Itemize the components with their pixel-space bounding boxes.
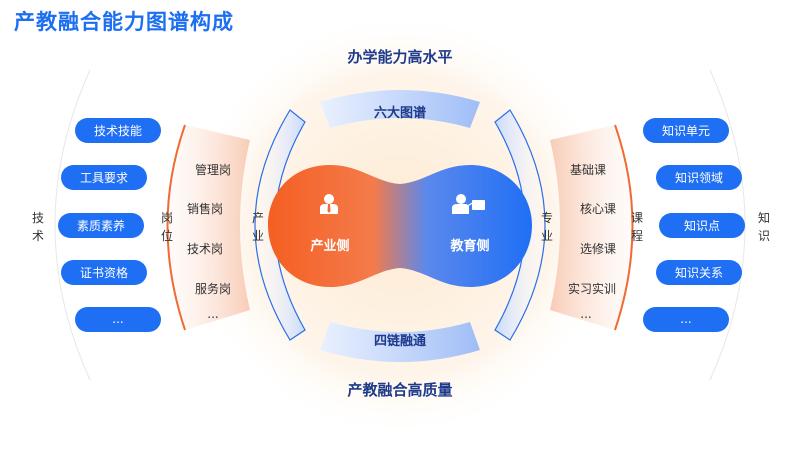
top-ribbon-label: 六大图谱 xyxy=(374,105,426,121)
left-outer-arc xyxy=(54,69,91,381)
knowledge-item-label: ... xyxy=(680,312,691,326)
knowledge-item[interactable]: 知识单元 xyxy=(643,118,729,143)
position-item: 技术岗 xyxy=(187,242,223,256)
courses-label-2: 程 xyxy=(631,228,643,243)
major-arc-label-1: 专 xyxy=(541,210,553,225)
bottom-goal-label: 产教融合高质量 xyxy=(347,381,452,399)
skill-item[interactable]: 工具要求 xyxy=(61,165,147,190)
skill-outer-label-2: 术 xyxy=(32,229,44,243)
courses-band-edge xyxy=(614,124,634,331)
industry-arc xyxy=(254,109,306,341)
knowledge-item-label: 知识单元 xyxy=(662,124,710,138)
position-item: 服务岗 xyxy=(195,281,231,296)
industry-arc-label-1: 产 xyxy=(252,211,264,225)
skill-item[interactable]: 证书资格 xyxy=(61,260,147,285)
skill-outer-label-1: 技 xyxy=(32,211,44,225)
positions-band xyxy=(167,125,250,330)
knowledge-item-label: 知识点 xyxy=(684,219,720,233)
industry-arc-label-2: 业 xyxy=(252,229,264,243)
knowledge-item[interactable]: 知识点 xyxy=(659,213,745,238)
bottom-ribbon xyxy=(320,322,480,362)
knowledge-item[interactable]: ... xyxy=(643,307,729,332)
education-side-label: 教育侧 xyxy=(449,238,489,254)
positions-label-1: 岗 xyxy=(161,211,173,225)
major-arc-label-2: 业 xyxy=(541,229,553,243)
knowledge-item-label: 知识领域 xyxy=(675,171,723,185)
position-item: 管理岗 xyxy=(195,162,231,177)
skill-item-label: 工具要求 xyxy=(80,171,128,185)
skill-item-label: 技术技能 xyxy=(94,124,142,138)
position-item: ... xyxy=(207,307,218,321)
skill-item[interactable]: ... xyxy=(75,307,161,332)
industry-person-icon xyxy=(320,194,338,214)
skill-item-label: 证书资格 xyxy=(80,265,128,280)
bottom-ribbon-label: 四链融通 xyxy=(374,333,426,349)
courses-label-1: 课 xyxy=(631,211,643,225)
knowledge-item-label: 知识关系 xyxy=(675,266,723,280)
top-ribbon xyxy=(320,90,480,128)
education-teacher-icon xyxy=(452,194,485,214)
page-title: 产教融合能力图谱构成 xyxy=(14,10,234,34)
course-item: 选修课 xyxy=(580,241,616,256)
course-item: 基础课 xyxy=(570,163,606,177)
knowledge-item[interactable]: 知识关系 xyxy=(656,260,742,285)
skill-item-label: 素质素养 xyxy=(77,218,125,233)
positions-label-2: 位 xyxy=(161,228,173,243)
course-item: 核心课 xyxy=(580,202,616,216)
skill-item-label: ... xyxy=(112,312,123,326)
industry-side-label: 产业侧 xyxy=(310,238,349,254)
course-item: 实习实训 xyxy=(568,281,616,296)
knowledge-outer-label-1: 知 xyxy=(758,211,770,225)
major-arc xyxy=(494,109,546,341)
top-goal-label: 办学能力高水平 xyxy=(347,48,452,66)
knowledge-outer-label-2: 识 xyxy=(758,229,770,243)
knowledge-item[interactable]: 知识领域 xyxy=(656,165,742,190)
skill-item[interactable]: 素质素养 xyxy=(58,213,144,238)
skill-item[interactable]: 技术技能 xyxy=(75,118,161,143)
positions-band-edge xyxy=(166,124,186,331)
position-item: 销售岗 xyxy=(187,201,223,216)
courses-band xyxy=(550,125,633,330)
course-item: ... xyxy=(580,307,591,321)
center-shape xyxy=(268,165,532,287)
